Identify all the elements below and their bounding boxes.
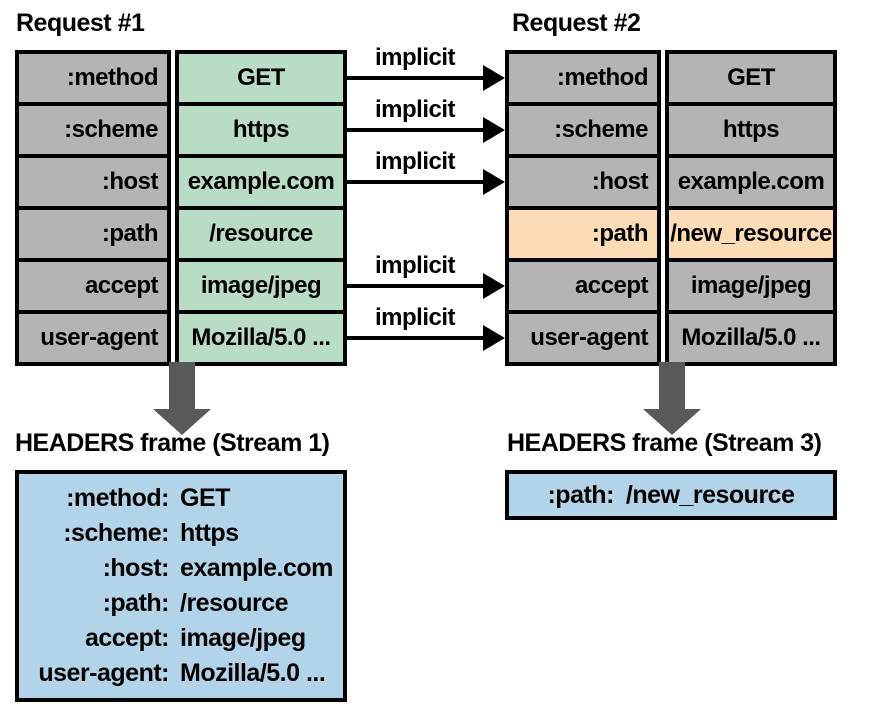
header-name-cell: accept <box>505 258 661 314</box>
implicit-arrow-head-icon <box>483 325 505 351</box>
frame-entry-row: :host: example.com <box>19 551 343 586</box>
frame-entry-row: user-agent: Mozilla/5.0 ... <box>19 656 343 691</box>
headers-frame-stream3-box: :path: /new_resource <box>505 470 837 520</box>
implicit-label: implicit <box>374 304 456 331</box>
header-value-cell: Mozilla/5.0 ... <box>665 310 837 366</box>
implicit-label: implicit <box>374 148 456 175</box>
frame-entry-value: example.com <box>180 554 333 582</box>
implicit-label: implicit <box>374 96 456 123</box>
implicit-arrow-head-icon <box>483 65 505 91</box>
header-value-cell: image/jpeg <box>175 258 347 314</box>
frame-entry-key: user-agent: <box>38 659 169 687</box>
implicit-arrow-line <box>347 336 484 340</box>
frame-entry-key: :scheme: <box>63 519 169 547</box>
request2-title: Request #2 <box>512 9 641 37</box>
implicit-arrow-head-icon <box>483 273 505 299</box>
down-arrow-shaft <box>169 362 195 409</box>
header-name-cell: user-agent <box>505 310 661 366</box>
frame-entry-row: :scheme: https <box>19 516 343 551</box>
implicit-arrow-head-icon <box>483 117 505 143</box>
frame-entry-key: :path: <box>102 589 170 617</box>
header-value-cell: /new_resource <box>665 206 837 262</box>
frame-entry-value: /resource <box>180 589 289 617</box>
frame-entry-value: image/jpeg <box>180 624 306 652</box>
header-name-cell: :method <box>505 50 661 106</box>
frame3-title: HEADERS frame (Stream 3) <box>507 429 822 457</box>
request1-title: Request #1 <box>16 9 145 37</box>
header-name-cell: user-agent <box>15 310 171 366</box>
header-name-cell: :scheme <box>15 102 171 158</box>
header-row: :path/new_resource <box>505 206 837 262</box>
frame-entry-value: /new_resource <box>625 480 795 509</box>
frame-entry-value: https <box>180 519 239 547</box>
frame-entry-row: :method: GET <box>19 481 343 516</box>
header-name-cell: :method <box>15 50 171 106</box>
header-name-cell: :scheme <box>505 102 661 158</box>
header-value-cell: example.com <box>665 154 837 210</box>
frame-entry-value: Mozilla/5.0 ... <box>180 659 326 687</box>
header-name-cell: accept <box>15 258 171 314</box>
implicit-arrow-line <box>347 180 484 184</box>
headers-frame-stream1-box: :method: GET :scheme: https :host: example.co… <box>15 470 347 702</box>
implicit-arrow-line <box>347 284 484 288</box>
header-value-cell: image/jpeg <box>665 258 837 314</box>
header-name-cell: :host <box>15 154 171 210</box>
down-arrow-head-icon <box>153 409 211 435</box>
implicit-arrow-head-icon <box>483 169 505 195</box>
frame-entry-key: :path: <box>547 480 614 509</box>
frame1-title: HEADERS frame (Stream 1) <box>15 429 330 457</box>
implicit-label: implicit <box>374 44 456 71</box>
header-value-cell: https <box>665 102 837 158</box>
header-value-cell: https <box>175 102 347 158</box>
frame-entry-key: accept: <box>84 624 170 652</box>
frame-entry-value: GET <box>180 484 230 512</box>
implicit-arrow-line <box>347 76 484 80</box>
down-arrow-head-icon <box>643 409 701 435</box>
header-value-cell: GET <box>665 50 837 106</box>
header-name-cell: :host <box>505 154 661 210</box>
frame-entry-row: accept: image/jpeg <box>19 621 343 656</box>
implicit-label: implicit <box>374 252 456 279</box>
header-row: :path/resource <box>15 206 347 262</box>
frame-entry-key: :host: <box>102 554 170 582</box>
header-name-cell: :path <box>15 206 171 262</box>
header-value-cell: /resource <box>175 206 347 262</box>
header-value-cell: example.com <box>175 154 347 210</box>
frame-entry-key: :method: <box>66 484 169 512</box>
header-value-cell: GET <box>175 50 347 106</box>
header-name-cell: :path <box>505 206 661 262</box>
down-arrow-shaft <box>659 362 685 409</box>
frame-entry-row: :path: /resource <box>19 586 343 621</box>
header-value-cell: Mozilla/5.0 ... <box>175 310 347 366</box>
implicit-arrow-line <box>347 128 484 132</box>
